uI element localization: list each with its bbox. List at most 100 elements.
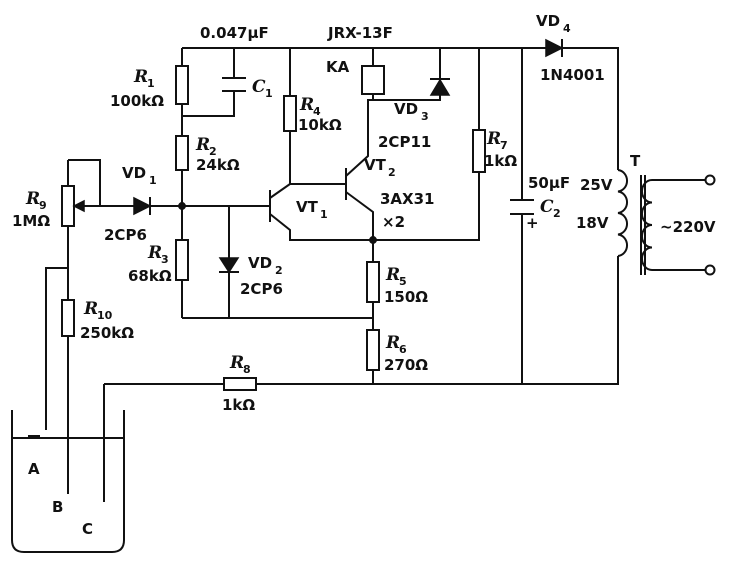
wires: [45, 47, 708, 502]
r10-value-label: 250kΩ: [80, 324, 134, 342]
r4-sub-label: 4: [313, 105, 321, 118]
junction-dot: [178, 202, 186, 210]
resistor-r6: [366, 329, 380, 371]
r6-name-label: R: [385, 333, 400, 353]
capacitor-c1: [222, 77, 246, 92]
vt1-sub-label: 1: [320, 208, 328, 221]
c1-branch-wire: [182, 48, 235, 117]
electrode-a-wire: [45, 267, 68, 430]
electrode-c-label: C: [82, 520, 93, 538]
vt2-name-label: VT: [364, 156, 387, 174]
r4-value-label: 10kΩ: [298, 116, 342, 134]
vd3-model-label: 2CP11: [378, 133, 431, 151]
r10-sub-label: 10: [97, 309, 113, 322]
r8-name-label: R: [229, 353, 244, 373]
mains-voltage-label: ~220V: [660, 218, 716, 236]
potentiometer-wiper-arrow: [72, 199, 85, 213]
r7-value-label: 1kΩ: [484, 152, 517, 170]
vt2-emitter-leg: [345, 99, 373, 177]
relay-wire: [372, 48, 441, 101]
r3-value-label: 68kΩ: [128, 267, 172, 285]
vd4-model-label: 1N4001: [540, 66, 605, 84]
resistor-r8: [223, 377, 257, 391]
relay-model-label: JRX-13F: [327, 24, 393, 42]
r2-name-label: R: [195, 135, 210, 155]
c2-sub-label: 2: [553, 207, 561, 220]
transformer-name-label: T: [630, 152, 641, 170]
vt1-emitter-leg: [269, 213, 373, 241]
mains-terminal-bottom: [704, 264, 716, 276]
vt-count-label: ×2: [382, 213, 405, 231]
relay-coil-ka: [361, 65, 385, 95]
diode-vd4-bar: [538, 39, 563, 57]
junction-dot: [369, 236, 377, 244]
r1-sub-label: 1: [147, 77, 155, 90]
vd1-model-label: 2CP6: [104, 226, 147, 244]
vd1-sub-label: 1: [149, 174, 157, 187]
potentiometer-r9: [61, 185, 75, 227]
vd1-name-label: VD: [122, 164, 146, 182]
tap-25v-label: 25V: [580, 176, 613, 194]
capacitor-c2: [510, 199, 534, 215]
resistor-r3: [175, 239, 189, 281]
r8-value-label: 1kΩ: [222, 396, 255, 414]
c1-value-label: 0.047μF: [200, 24, 269, 42]
resistor-r4: [283, 95, 297, 132]
r10-name-label: R: [83, 299, 98, 319]
vt-model-label: 3AX31: [380, 190, 435, 208]
return-rail-wire: [104, 256, 619, 385]
r3-name-label: R: [147, 243, 162, 263]
vd4-sub-label: 4: [563, 22, 571, 35]
c2-value-label: 50μF: [528, 174, 570, 192]
vd4-name-label: VD: [536, 12, 560, 30]
r1-value-label: 100kΩ: [110, 92, 164, 110]
r9-sub-label: 9: [39, 199, 47, 212]
vt2-collector-leg: [345, 191, 374, 262]
transformer-primary-coil: [641, 179, 653, 271]
r2-sub-label: 2: [209, 145, 217, 158]
r7-name-label: R: [486, 129, 501, 149]
r5-sub-label: 5: [399, 275, 407, 288]
r2-value-label: 24kΩ: [196, 156, 240, 174]
r1-name-label: R: [133, 67, 148, 87]
r6-sub-label: 6: [399, 343, 407, 356]
diode-vd2: [218, 257, 240, 274]
c2-plus-label: +: [526, 214, 539, 232]
r5-name-label: R: [385, 265, 400, 285]
r9-top-wire: [67, 159, 101, 206]
r9-value-label: 1MΩ: [12, 212, 50, 230]
vt1-base-wire: [182, 205, 270, 318]
electrode-b-label: B: [52, 498, 63, 516]
diode-vd1: [133, 196, 152, 216]
c1-sub-label: 1: [265, 87, 273, 100]
transformer-secondary-coil: [617, 169, 629, 257]
vd3-name-label: VD: [394, 100, 418, 118]
c2-name-label: C: [540, 197, 554, 217]
r5-value-label: 150Ω: [384, 288, 428, 306]
electrode-a-label: A: [28, 460, 40, 478]
r9-name-label: R: [25, 189, 40, 209]
transformer-t: [617, 169, 716, 276]
vd3-sub-label: 3: [421, 110, 429, 123]
vt1-collector-leg: [269, 183, 291, 199]
vd2-sub-label: 2: [275, 264, 283, 277]
c1-name-label: C: [252, 77, 266, 97]
vd2-name-label: VD: [248, 254, 272, 272]
vt2-sub-label: 2: [388, 166, 396, 179]
r4-name-label: R: [299, 95, 314, 115]
vd2-model-label: 2CP6: [240, 280, 283, 298]
primary-wire: [652, 179, 708, 271]
r3-sub-label: 3: [161, 253, 169, 266]
transformer-core-line: [640, 175, 646, 275]
mains-terminal-top: [704, 174, 716, 186]
r7-wire: [373, 48, 480, 241]
resistor-r5: [366, 261, 380, 303]
r7-sub-label: 7: [500, 139, 508, 152]
r6-value-label: 270Ω: [384, 356, 428, 374]
tap-18v-label: 18V: [576, 214, 609, 232]
junctions: [178, 202, 377, 244]
r8-sub-label: 8: [243, 363, 251, 376]
vt1-name-label: VT: [296, 198, 319, 216]
resistor-r7: [472, 129, 486, 173]
